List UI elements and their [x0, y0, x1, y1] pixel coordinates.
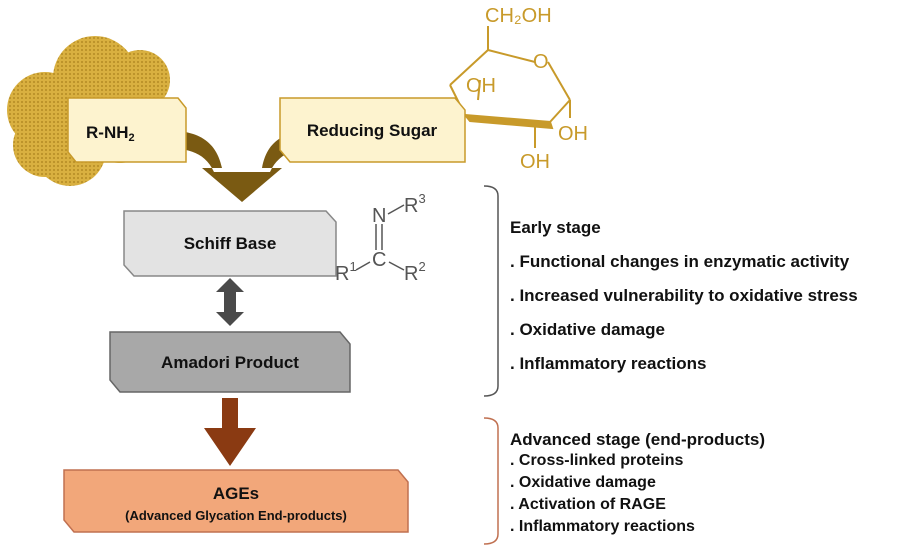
glucose-structure-icon — [449, 26, 571, 148]
glucose-oh-bottom: OH — [520, 151, 550, 173]
down-arrow — [204, 398, 256, 466]
ages-box — [63, 469, 409, 533]
imine-r1: R1 — [335, 259, 357, 285]
glucose-oh-right: OH — [558, 123, 588, 145]
advanced-stage-item: . Inflammatory reactions — [510, 518, 695, 535]
early-stage-item: . Oxidative damage — [510, 320, 665, 339]
advanced-stage-item: . Oxidative damage — [510, 474, 656, 491]
early-stage-title: Early stage — [510, 218, 601, 237]
early-stage-bracket — [483, 185, 499, 397]
early-stage-item: . Increased vulnerability to oxidative s… — [510, 286, 858, 305]
amadori-product-label: Amadori Product — [161, 353, 299, 372]
imine-n: N — [372, 205, 386, 227]
schiff-base-label: Schiff Base — [184, 234, 277, 253]
glucose-oh-top: OH — [466, 75, 496, 97]
imine-r2: R2 — [404, 259, 426, 285]
early-stage-item: . Inflammatory reactions — [510, 354, 707, 373]
advanced-stage-item: . Activation of RAGE — [510, 496, 666, 513]
advanced-stage-title: Advanced stage (end-products) — [510, 430, 766, 449]
early-stage-item: . Functional changes in enzymatic activi… — [510, 252, 850, 271]
glucose-ring-oxygen: O — [533, 51, 549, 73]
advanced-stage-item: . Cross-linked proteins — [510, 452, 684, 469]
reducing-sugar-label: Reducing Sugar — [307, 121, 438, 140]
amine-label: R-NH2 — [86, 123, 135, 144]
advanced-stage-bracket — [483, 417, 499, 545]
imine-c: C — [372, 249, 386, 271]
glucose-ch2oh: CH₂OH — [485, 5, 552, 27]
schiff-base-box — [123, 210, 337, 277]
ages-sublabel: (Advanced Glycation End-products) — [125, 508, 347, 523]
amadori-product-box — [109, 331, 351, 393]
reducing-sugar-box — [279, 97, 466, 163]
imine-structure-icon — [355, 204, 405, 271]
ages-label: AGEs — [213, 484, 259, 503]
imine-r3: R3 — [404, 191, 426, 217]
double-arrow — [216, 278, 244, 326]
amine-box — [67, 97, 187, 163]
